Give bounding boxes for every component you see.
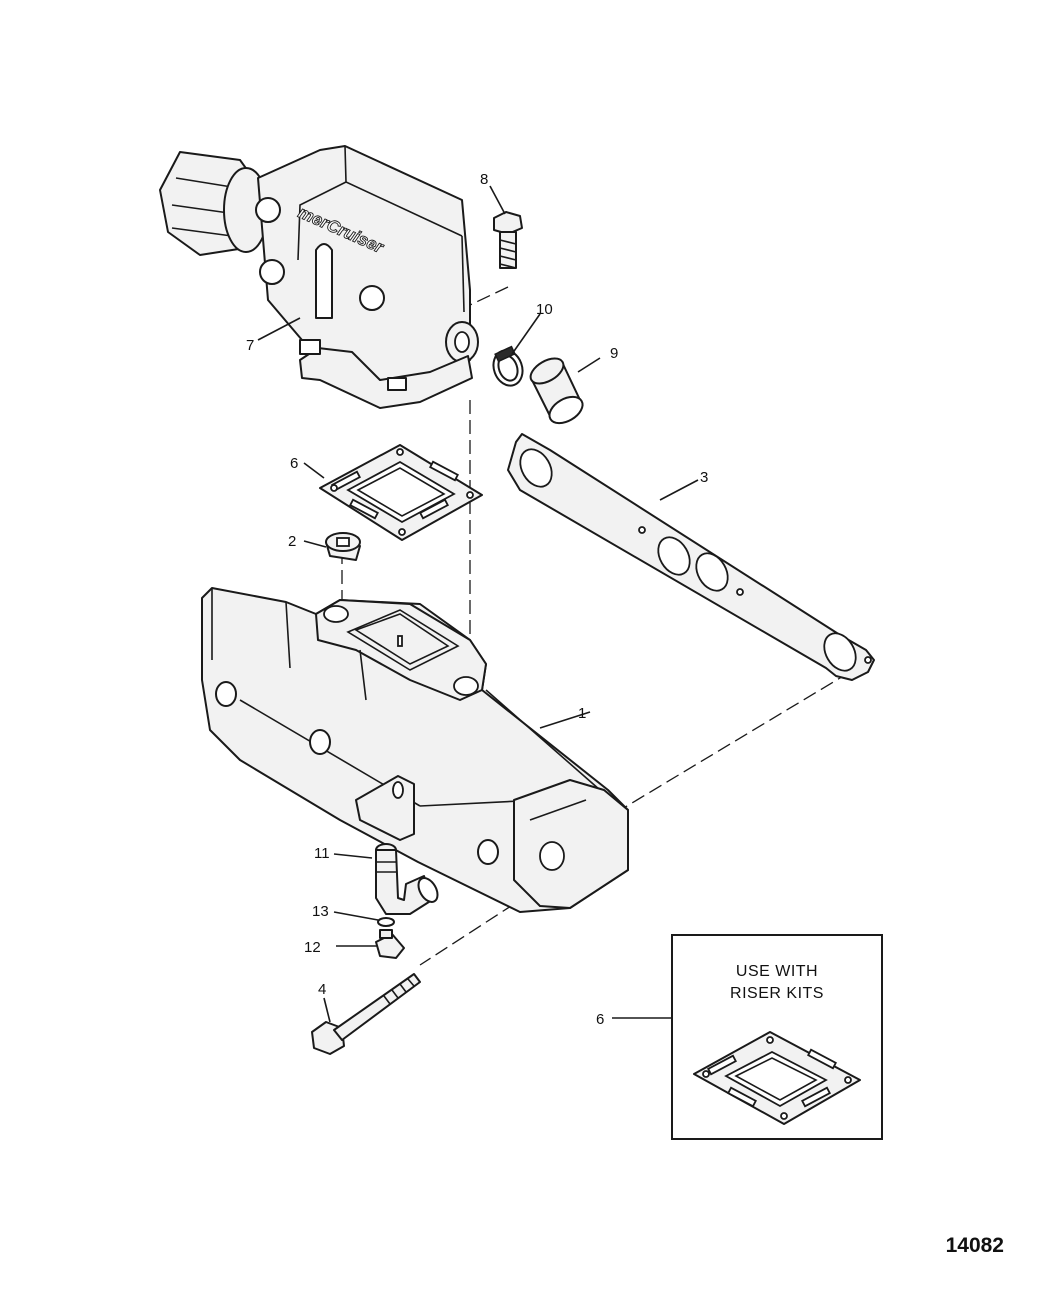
riser-kit-gasket-part bbox=[693, 1031, 861, 1125]
callout-12: 12 bbox=[304, 939, 321, 956]
manifold-gasket-part bbox=[507, 433, 875, 681]
hose-part bbox=[529, 357, 584, 425]
callout-4: 4 bbox=[318, 981, 326, 998]
elbow-fitting-part bbox=[375, 843, 439, 915]
callout-2: 2 bbox=[288, 533, 296, 550]
inset-text-line-2: RISER KITS bbox=[730, 985, 824, 1002]
callout-13: 13 bbox=[312, 903, 329, 920]
long-bolt-part bbox=[311, 973, 421, 1055]
riser-gasket-part bbox=[319, 444, 483, 541]
figure-number: 14082 bbox=[946, 1234, 1004, 1257]
callout-10: 10 bbox=[536, 301, 553, 318]
riser-kit-inset: USE WITH RISER KITS bbox=[671, 934, 883, 1140]
callout-8: 8 bbox=[480, 171, 488, 188]
o-ring-part bbox=[377, 917, 395, 927]
exhaust-elbow-part: merCruiser bbox=[159, 145, 479, 409]
hose-clamp-part bbox=[492, 345, 524, 387]
exhaust-manifold-part bbox=[201, 587, 629, 913]
callout-9: 9 bbox=[610, 345, 618, 362]
callout-1: 1 bbox=[578, 705, 586, 722]
callout-7: 7 bbox=[246, 337, 254, 354]
callout-3: 3 bbox=[700, 469, 708, 486]
callout-labels: 1 2 3 4 6 6 7 8 9 10 11 12 13 bbox=[246, 171, 708, 1028]
leader-lines bbox=[257, 185, 699, 1023]
drain-plug-part bbox=[375, 929, 405, 959]
callout-11: 11 bbox=[314, 845, 330, 862]
inset-text-line-1: USE WITH bbox=[736, 963, 818, 980]
callout-6: 6 bbox=[290, 455, 298, 472]
elbow-bolt-part bbox=[493, 211, 523, 269]
pipe-plug-part bbox=[325, 532, 361, 561]
callout-6-inset: 6 bbox=[596, 1011, 604, 1028]
